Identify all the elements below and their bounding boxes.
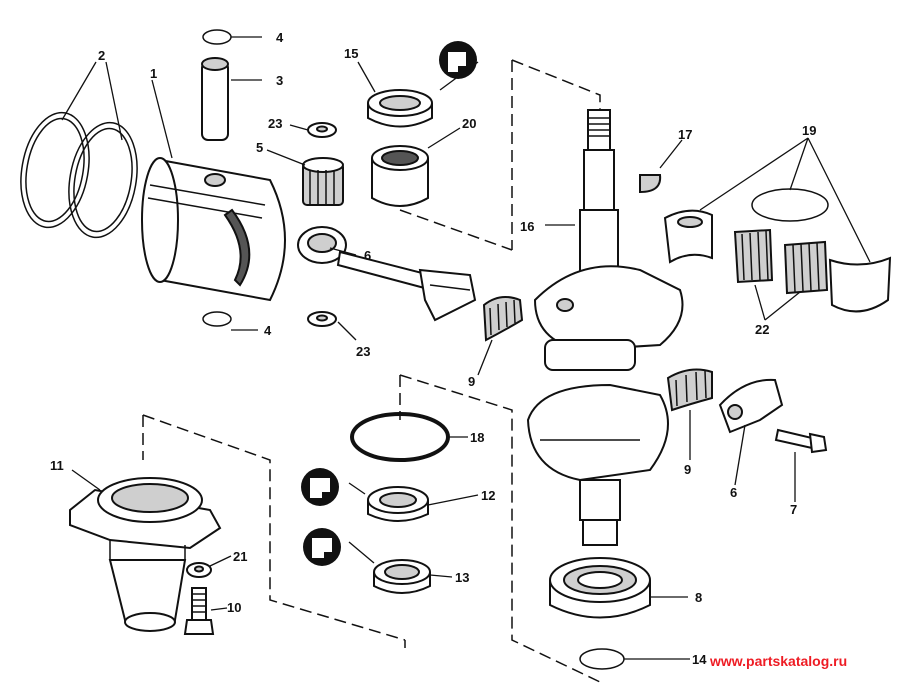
callout-8: 8: [695, 590, 702, 605]
o-ring: [350, 412, 450, 462]
bearing-sleeve: [371, 145, 429, 207]
rod-bolt: [774, 428, 828, 454]
callout-6: 6: [364, 248, 371, 263]
callout-13: 13: [455, 570, 469, 585]
callout-23-lower: 23: [356, 344, 370, 359]
retaining-ring-19: [751, 188, 829, 222]
seal-12: [367, 486, 429, 522]
piston-rings: [20, 111, 138, 239]
callout-9: 9: [468, 374, 475, 389]
callout-2: 2: [98, 48, 105, 63]
leader-lines: [61, 36, 871, 660]
callout-17: 17: [678, 127, 692, 142]
callout-16: 16: [520, 219, 534, 234]
piston: [141, 157, 286, 302]
callout-9-lower: 9: [684, 462, 691, 477]
needle-bearing-halves: [733, 228, 829, 295]
callout-21: 21: [233, 549, 247, 564]
callout-10: 10: [227, 600, 241, 615]
callout-15: 15: [344, 46, 358, 61]
bearing-cage-lower: [666, 368, 713, 412]
callout-3: 3: [276, 73, 283, 88]
wrist-pin: [201, 57, 229, 141]
assembly-dashed-lines: [142, 59, 601, 683]
callout-5: 5: [256, 140, 263, 155]
thrust-washers: [307, 122, 337, 327]
callout-18: 18: [470, 430, 484, 445]
rod-cap: [718, 378, 784, 434]
crankshaft: [526, 109, 684, 546]
callout-23: 23: [268, 116, 282, 131]
seal-13: [373, 559, 431, 594]
callout-11: 11: [50, 458, 64, 473]
callout-1: 1: [150, 66, 157, 81]
ball-bearing: [549, 557, 651, 619]
seal-lip-symbols: [301, 41, 477, 566]
retaining-ring-14: [579, 648, 625, 670]
callout-12: 12: [481, 488, 495, 503]
bearing-race-halves: [663, 209, 892, 313]
callout-14: 14: [692, 652, 707, 667]
callout-19: 19: [802, 123, 816, 138]
bearing-cage-upper: [482, 295, 524, 342]
callout-22: 22: [755, 322, 769, 337]
callout-4: 4: [276, 30, 284, 45]
callout-7: 7: [790, 502, 797, 517]
callout-6-lower: 6: [730, 485, 737, 500]
woodruff-key: [639, 174, 662, 194]
watermark-text: www.partskatalog.ru: [709, 653, 847, 669]
seal-upper: [367, 89, 433, 128]
callout-labels: 1 2 3 4 4 5 6 6 7 8 9 9 10 11 12 13 14 1…: [50, 30, 816, 667]
connecting-rod: [297, 226, 477, 322]
callout-4-lower: 4: [264, 323, 272, 338]
washer-21: [186, 562, 212, 578]
callout-20: 20: [462, 116, 476, 131]
housing-screw: [183, 587, 215, 635]
bearing-housing: [69, 477, 222, 632]
needle-bearing-small: [302, 157, 344, 206]
